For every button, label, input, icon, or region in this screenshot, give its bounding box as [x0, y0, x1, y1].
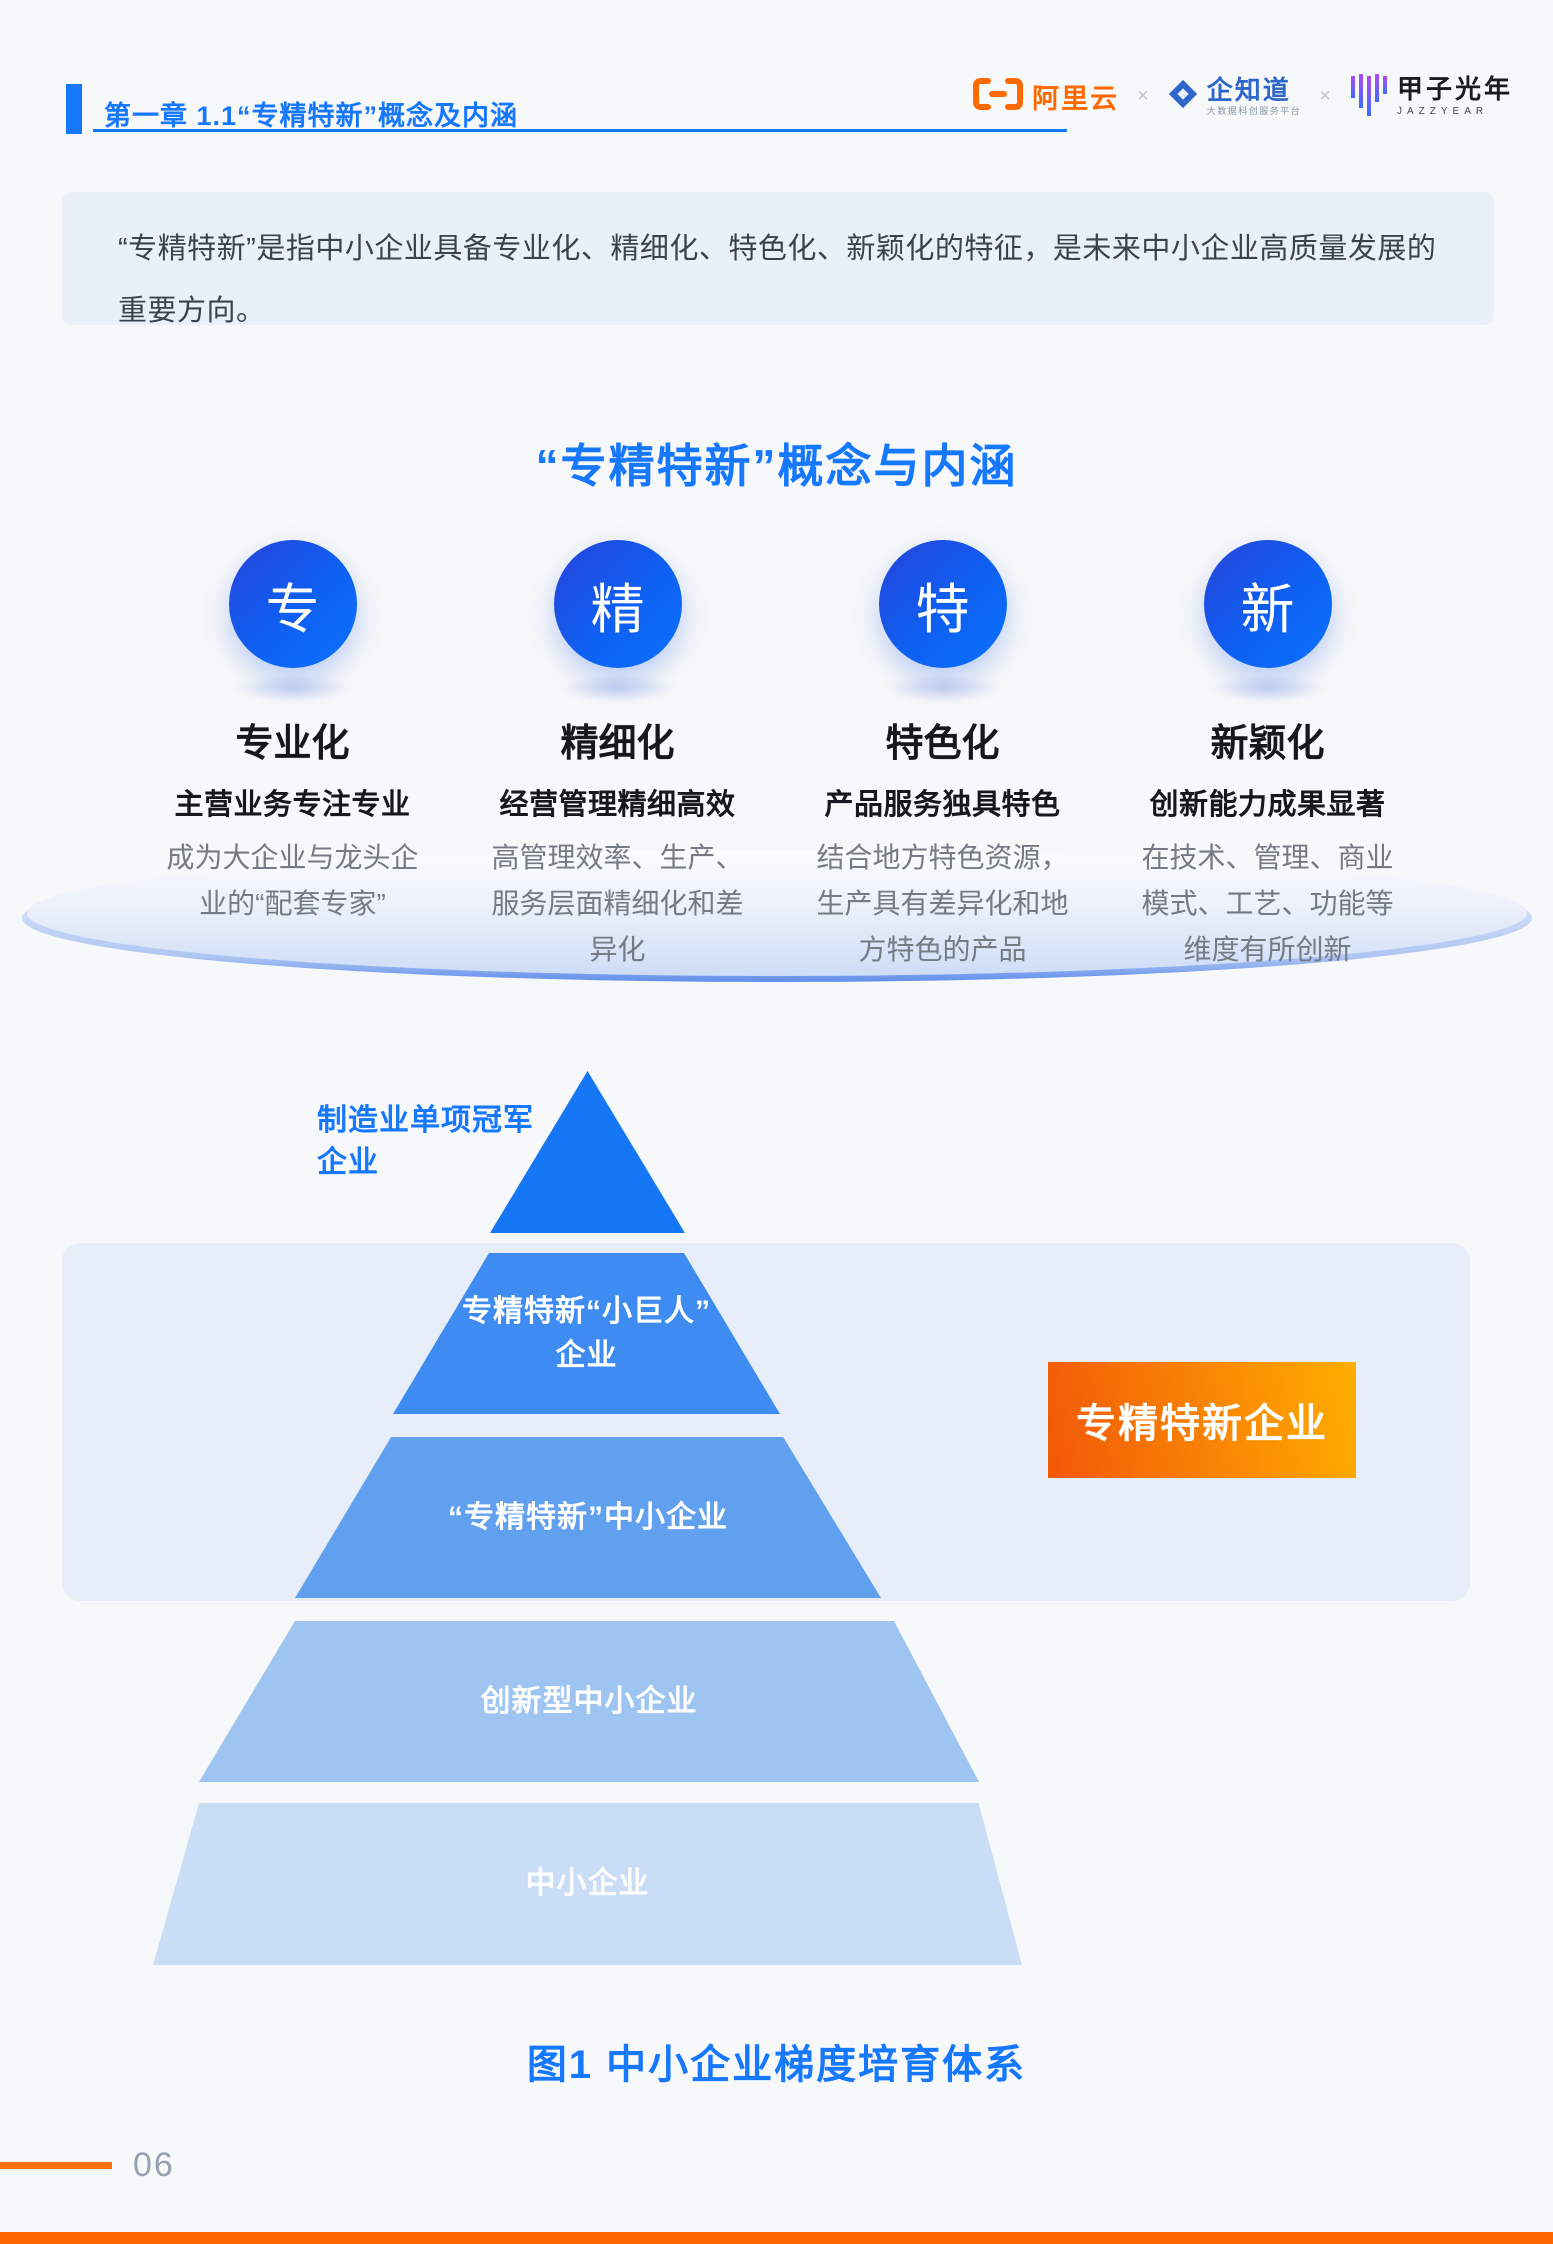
section-title: “专精特新”概念与内涵 — [535, 440, 1018, 492]
intro-highlight-box: “专精特新”是指中小企业具备专业化、精细化、特色化、新颖化的特征，是未来中小企业… — [62, 192, 1494, 327]
partner-logos: 阿里云 × 企知道 大数据科创服务平台 × — [972, 72, 1513, 121]
concept-circle-jing: 精 — [553, 540, 682, 668]
concept-title: 专业化 — [235, 723, 350, 765]
concept-desc: 成为大企业与龙头企业的“配套专家” — [166, 842, 419, 919]
qizhidao-logo-subtitle: 大数据科创服务平台 — [1206, 106, 1302, 116]
concept-circle-zhuan: 专 — [228, 540, 357, 668]
header-underline — [93, 129, 1067, 132]
jiazi-logo-subtitle: JAZZYEAR — [1396, 105, 1489, 117]
jiazi-logo: 甲子光年 JAZZYEAR — [1349, 72, 1513, 121]
concept-desc: 结合地方特色资源，生产具有差异化和地方特色的产品 — [816, 842, 1069, 965]
jiazi-logo-text: 甲子光年 — [1396, 74, 1513, 104]
qizhidao-diamond-icon — [1167, 78, 1199, 115]
aliyun-logo-text: 阿里云 — [1032, 84, 1120, 114]
logo-separator: × — [1319, 85, 1331, 107]
page-number: 06 — [133, 2146, 175, 2184]
aliyun-logo: 阿里云 — [972, 77, 1119, 116]
circle-reflection — [883, 674, 1002, 702]
concept-subtitle: 创新能力成果显著 — [1149, 789, 1386, 821]
qizhidao-logo: 企知道 大数据科创服务平台 — [1167, 77, 1302, 116]
label-line: 制造业单项冠军 — [317, 1104, 534, 1137]
concept-col-te: 特 特色化 产品服务独具特色 结合地方特色资源，生产具有差异化和地方特色的产品 — [780, 540, 1105, 973]
concept-col-jing: 精 精细化 经营管理精细高效 高管理效率、生产、服务层面精细化和差异化 — [455, 540, 780, 973]
pyramid-level-zjtx-sme: “专精特新”中小企业 — [295, 1437, 881, 1598]
concept-char: 精 — [590, 579, 645, 640]
concept-col-zhuan: 专 专业化 主营业务专注专业 成为大企业与龙头企业的“配套专家” — [130, 540, 455, 973]
circle-reflection — [558, 674, 677, 702]
footer-accent-line — [0, 2162, 112, 2169]
concept-subtitle: 产品服务独具特色 — [824, 789, 1061, 821]
circle-reflection — [1208, 674, 1327, 702]
label-line: 企业 — [555, 1338, 618, 1372]
bottom-accent-bar — [0, 2232, 1553, 2244]
label-line: 专精特新“小巨人” — [462, 1294, 711, 1328]
concept-title: 新颖化 — [1210, 723, 1325, 765]
concept-col-xin: 新 新颖化 创新能力成果显著 在技术、管理、商业模式、工艺、功能等维度有所创新 — [1105, 540, 1430, 973]
chapter-title: 第一章 1.1“专精特新”概念及内涵 — [104, 101, 519, 131]
circle-reflection — [233, 674, 352, 702]
figure-caption: 图1 中小企业梯度培育体系 — [526, 2043, 1027, 2087]
label-line: “专精特新”中小企业 — [448, 1500, 728, 1534]
concept-columns: 专 专业化 主营业务专注专业 成为大企业与龙头企业的“配套专家” 精 精细化 经… — [130, 540, 1430, 973]
chapter-marker-bar — [66, 84, 82, 134]
label-line: 中小企业 — [525, 1867, 650, 1900]
zjtx-enterprise-badge: 专精特新企业 — [1048, 1362, 1356, 1478]
concept-subtitle: 经营管理精细高效 — [499, 789, 736, 821]
concept-char: 专 — [265, 579, 320, 640]
concept-circle-te: 特 — [878, 540, 1007, 668]
concept-title: 特色化 — [885, 723, 1000, 765]
concept-char: 新 — [1240, 579, 1295, 640]
pyramid-level-innovative-sme: 创新型中小企业 — [199, 1621, 979, 1782]
concept-desc: 在技术、管理、商业模式、工艺、功能等维度有所创新 — [1141, 842, 1394, 965]
concept-desc: 高管理效率、生产、服务层面精细化和差异化 — [491, 842, 744, 965]
concept-title: 精细化 — [560, 723, 675, 765]
intro-text: “专精特新”是指中小企业具备专业化、精细化、特色化、新颖化的特征，是未来中小企业… — [118, 233, 1437, 327]
concept-circle-xin: 新 — [1203, 540, 1332, 668]
aliyun-brackets-icon — [972, 77, 1024, 116]
logo-separator: × — [1137, 85, 1149, 107]
concept-subtitle: 主营业务专注专业 — [174, 789, 411, 821]
jiazi-bars-icon — [1349, 72, 1389, 121]
label-line: 创新型中小企业 — [480, 1684, 698, 1718]
label-line: 企业 — [317, 1146, 379, 1179]
pyramid-level-sme: 中小企业 — [153, 1803, 1022, 1965]
pyramid-level-champion-label: 制造业单项冠军 企业 — [317, 1100, 547, 1184]
platform-ellipse — [27, 850, 1527, 976]
concept-char: 特 — [915, 579, 970, 640]
qizhidao-logo-text: 企知道 — [1206, 75, 1291, 105]
